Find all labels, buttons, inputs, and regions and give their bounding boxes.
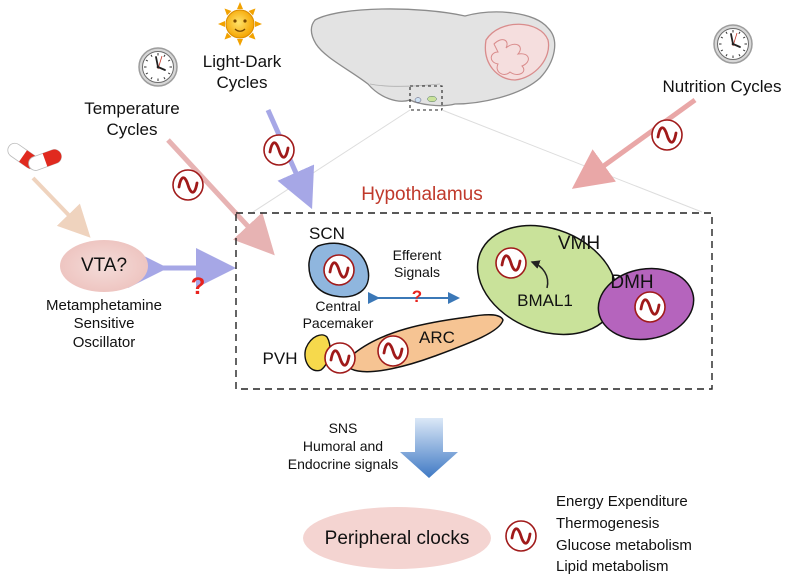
central-pacemaker-label: Central Pacemaker xyxy=(302,298,374,332)
hypothalamus-title: Hypothalamus xyxy=(361,184,483,205)
oscillator-icon xyxy=(171,168,205,202)
oscillator-icon xyxy=(323,341,357,375)
oscillator-icon xyxy=(504,519,538,553)
temperature-clock-icon xyxy=(138,47,178,87)
drug-arrow xyxy=(31,176,91,238)
peripheral-clocks-region xyxy=(303,507,491,569)
temperature-cycles-label: Temperature Cycles xyxy=(84,99,180,139)
vta-label: VTA? xyxy=(80,255,128,276)
pvh-label: PVH xyxy=(262,349,298,368)
pill-icon xyxy=(7,142,62,171)
vmh-label: VMH xyxy=(557,233,601,254)
scn-label: SCN xyxy=(309,224,345,243)
nutrition-clock-icon xyxy=(713,24,753,64)
arc-label: ARC xyxy=(419,328,455,347)
peripheral-clocks-label: Peripheral clocks xyxy=(324,528,470,549)
brain-illustration xyxy=(252,8,703,213)
oscillator-icon xyxy=(322,253,356,287)
oscillator-icon xyxy=(376,334,410,368)
light-dark-cycles-label: Light-Dark Cycles xyxy=(202,52,282,92)
efferent-question-mark: ? xyxy=(411,287,423,306)
temperature-arrow xyxy=(166,138,275,256)
nutrition-cycles-label: Nutrition Cycles xyxy=(662,77,782,96)
oscillator-icon xyxy=(494,246,528,280)
outputs-list: Energy Expenditure Thermogenesis Glucose… xyxy=(556,493,692,576)
vta-question-mark: ? xyxy=(190,273,206,300)
oscillator-icon xyxy=(650,118,684,152)
efferent-signals-label: Efferent Signals xyxy=(392,247,442,281)
dmh-label: DMH xyxy=(610,272,654,293)
output-arrow xyxy=(400,418,458,478)
output-signals-label: SNS Humoral and Endocrine signals xyxy=(287,420,399,473)
oscillator-icon xyxy=(262,133,296,167)
bmal1-arrow xyxy=(530,260,549,289)
sun-icon xyxy=(218,2,262,46)
bmal1-label: BMAL1 xyxy=(517,291,573,310)
vta-region xyxy=(60,240,148,292)
nutrition-arrow xyxy=(571,97,697,189)
meth-oscillator-label: Metamphetamine Sensitive Oscillator xyxy=(46,297,162,351)
oscillator-icon xyxy=(633,290,667,324)
hypothalamus-box xyxy=(235,212,713,390)
